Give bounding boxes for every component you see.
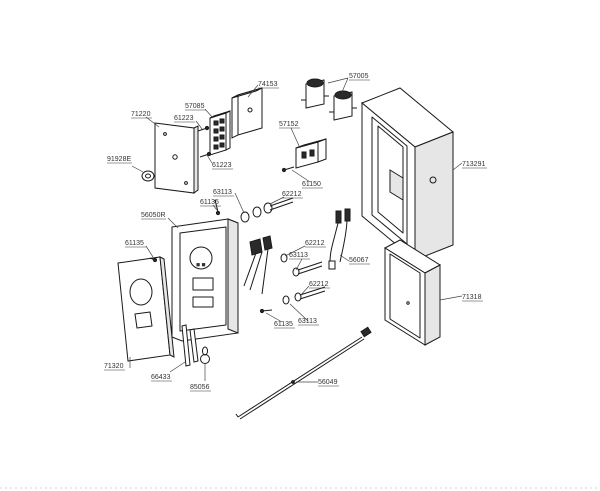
label-61223-upper: 61223 [174,115,195,123]
label-85056: 85056 [190,384,211,392]
relay-57005-left [301,78,329,109]
label-56067: 56067 [349,257,370,265]
svg-text:56067: 56067 [349,257,369,264]
screw-61223-upper [197,125,210,132]
relay-57005-right [329,90,357,121]
cover-plate-71220 [154,122,199,194]
screw-61223-lower [199,151,212,158]
washer-group-upper [240,197,294,223]
svg-text:62212: 62212 [282,191,302,198]
faceplate-71320 [117,256,175,362]
svg-text:61135: 61135 [274,321,293,328]
svg-text:56050R: 56050R [141,212,166,219]
label-57005: 57005 [349,73,370,81]
terminal-block-57085 [209,110,231,156]
svg-text:57085: 57085 [185,103,205,110]
label-713291: 713291 [462,161,487,169]
label-61135-upper: 61135 [200,199,221,207]
svg-text:63113: 63113 [213,189,232,196]
svg-text:56049: 56049 [318,379,338,386]
screw-61135-left [149,257,158,263]
grommet-91928e [141,170,155,182]
label-57152: 57152 [279,121,300,129]
svg-text:57005: 57005 [349,73,369,80]
svg-text:61135: 61135 [200,199,219,206]
svg-text:74153: 74153 [258,81,278,88]
label-62212-lower: 62212 [309,281,330,289]
label-71318: 71318 [462,294,483,302]
svg-text:71320: 71320 [104,363,124,370]
part-labels: 74153 57005 57085 71220 61223 61223 5715… [104,73,487,392]
wire-harness-56067 [328,208,351,270]
label-63113-upper: 63113 [213,189,234,197]
label-66433: 66433 [151,374,172,382]
svg-text:63113: 63113 [289,252,308,259]
label-71220: 71220 [131,111,152,119]
label-61150: 61150 [302,181,323,189]
svg-text:66433: 66433 [151,374,171,381]
label-57085: 57085 [185,103,206,111]
svg-text:61223: 61223 [212,162,232,169]
label-63113-middle: 63113 [289,252,310,260]
label-71320: 71320 [104,363,125,371]
label-74153: 74153 [258,81,279,89]
svg-text:57152: 57152 [279,121,299,128]
label-strips-66433 [181,324,199,367]
svg-text:91928E: 91928E [107,156,131,163]
svg-text:61223: 61223 [174,115,194,122]
svg-text:713291: 713291 [462,161,485,168]
label-61135-left: 61135 [125,240,146,248]
label-56049: 56049 [318,379,339,387]
svg-text:63113: 63113 [298,318,317,325]
label-62212-middle: 62212 [305,240,326,248]
svg-text:61135: 61135 [125,240,144,247]
surface-housing-71318 [384,239,441,346]
label-61223-lower: 61223 [212,162,233,170]
back-box-713291 [361,87,454,262]
svg-text:61150: 61150 [302,181,321,188]
leader-lines [129,77,463,383]
main-panel-56050r: ◼ ◼ [171,218,239,342]
svg-text:62212: 62212 [309,281,329,288]
connector-block [243,235,273,295]
bracket-74153 [231,87,263,139]
label-56050r: 56050R [141,212,166,220]
screw-61150 [281,166,295,173]
svg-text:71220: 71220 [131,111,151,118]
label-91928e: 91928E [107,156,132,164]
screw-61135-lower [259,308,273,314]
cable-56049 [235,326,372,420]
svg-text:62212: 62212 [305,240,325,247]
svg-text:◼ ◼: ◼ ◼ [196,262,206,268]
knob-85056 [200,346,210,364]
svg-text:85056: 85056 [190,384,210,391]
washer-group-lower [282,286,326,305]
label-61135-lower: 61135 [274,321,295,329]
relay-57152 [295,138,327,169]
label-63113-lower: 63113 [298,318,319,326]
label-62212-upper: 62212 [282,191,303,199]
svg-text:71318: 71318 [462,294,482,301]
